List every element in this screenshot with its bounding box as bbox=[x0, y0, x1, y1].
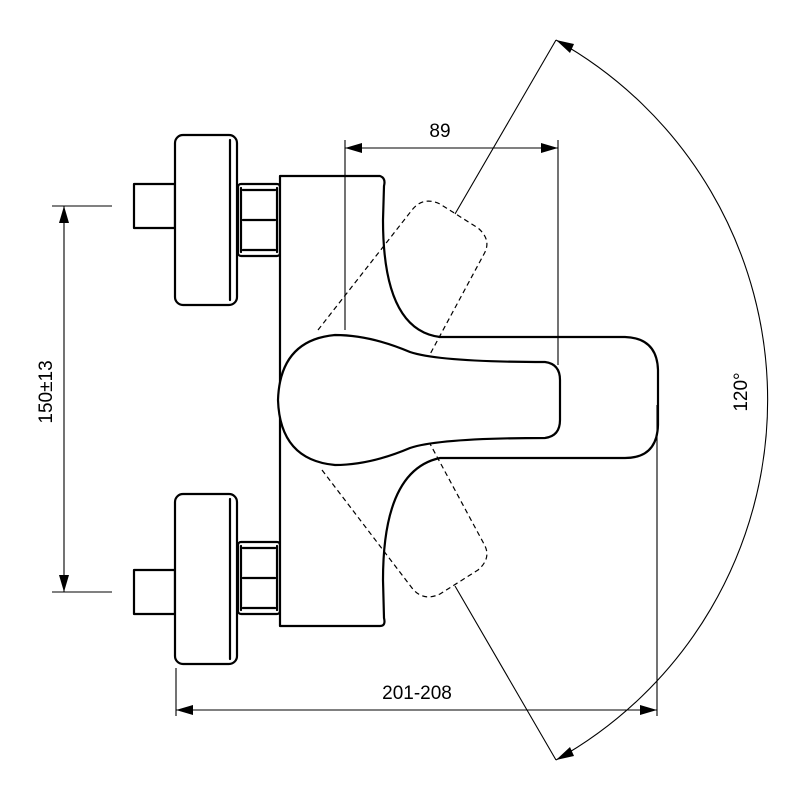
upper-inlet-pipe bbox=[132, 182, 177, 230]
dimension-lever-width: 89 bbox=[344, 121, 559, 365]
lever-rotated-positions bbox=[317, 200, 488, 598]
dim-89-label: 89 bbox=[429, 121, 450, 142]
lever-upper-rotated-dashed bbox=[317, 200, 488, 359]
lever-lower-rotated-dashed bbox=[321, 439, 488, 598]
upper-wall-flange bbox=[173, 133, 239, 307]
dim-201-arrow-right bbox=[640, 705, 657, 715]
lower-inlet-pipe bbox=[132, 568, 177, 616]
rotation-extension-upper bbox=[454, 39, 557, 215]
rotation-arrow-top bbox=[556, 40, 574, 53]
dim-150-label: 150±13 bbox=[36, 360, 57, 423]
rotation-extension-lower bbox=[454, 585, 557, 761]
dim-150-arrow-top bbox=[59, 206, 69, 223]
lower-hex-nut-faces bbox=[239, 544, 279, 612]
dimension-inlet-spacing: 150±13 bbox=[36, 205, 112, 593]
dim-150-arrow-bottom bbox=[59, 575, 69, 592]
dim-201-arrow-left bbox=[176, 705, 193, 715]
lever-handle bbox=[276, 333, 562, 467]
upper-hex-nut-faces bbox=[239, 186, 279, 254]
dimension-lever-rotation: 120° bbox=[454, 39, 769, 761]
dimension-overall-depth: 201-208 bbox=[175, 405, 658, 716]
dim-89-arrow-left bbox=[345, 143, 362, 153]
upper-inlet-assembly bbox=[132, 133, 282, 307]
rotation-arc bbox=[555, 39, 769, 761]
rotation-label: 120° bbox=[731, 372, 752, 411]
rotation-arrow-bottom bbox=[556, 747, 574, 760]
dim-89-arrow-right bbox=[541, 143, 558, 153]
lower-inlet-assembly bbox=[132, 492, 282, 666]
dim-201-label: 201-208 bbox=[382, 683, 452, 704]
lower-wall-flange bbox=[173, 492, 239, 666]
